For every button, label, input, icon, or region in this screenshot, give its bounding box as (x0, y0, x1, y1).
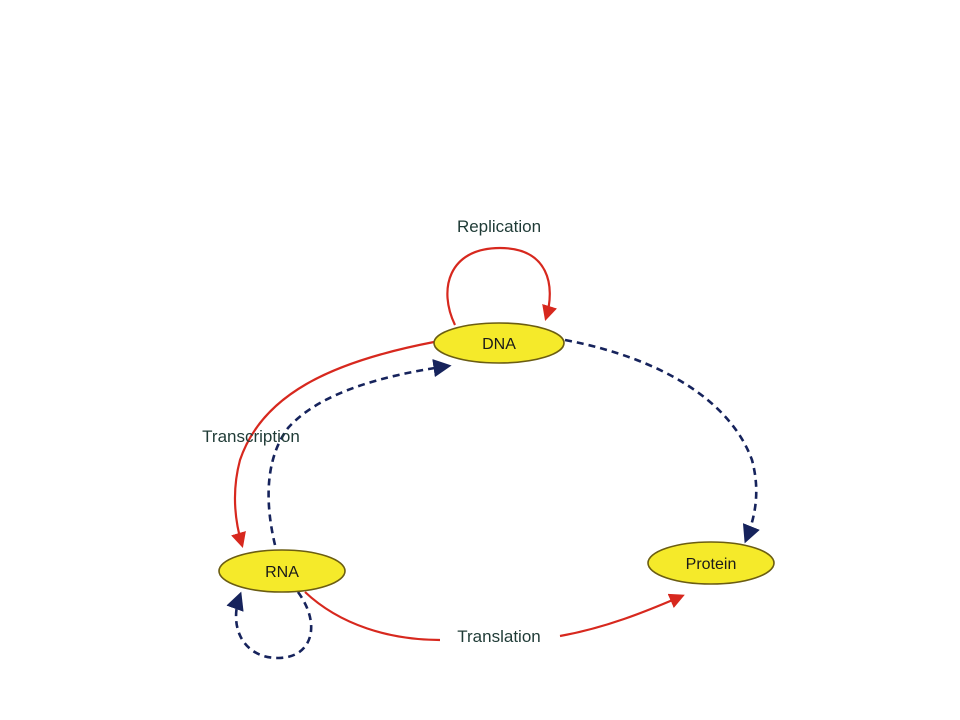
translation-label: Translation (457, 627, 540, 646)
dna-to-protein-arrow (564, 338, 760, 544)
dna-node-label: DNA (482, 336, 516, 353)
transcription-label: Transcription (202, 427, 300, 446)
dna-node-shape (433, 322, 565, 364)
reverse-transcription-arrow (267, 359, 452, 546)
rna-node: RNA (218, 549, 346, 593)
rna-node-shape (218, 549, 346, 593)
translation-arrow (304, 592, 682, 642)
dna-node: DNA (433, 322, 565, 364)
rna-replication-arrow (226, 591, 313, 660)
protein-node-shape (647, 541, 775, 585)
replication-label: Replication (457, 217, 541, 236)
rna-node-label: RNA (265, 564, 299, 581)
protein-node-label: Protein (686, 556, 737, 573)
protein-node: Protein (647, 541, 775, 585)
replication-arrow (446, 246, 557, 326)
transcription-arrow (231, 340, 435, 548)
